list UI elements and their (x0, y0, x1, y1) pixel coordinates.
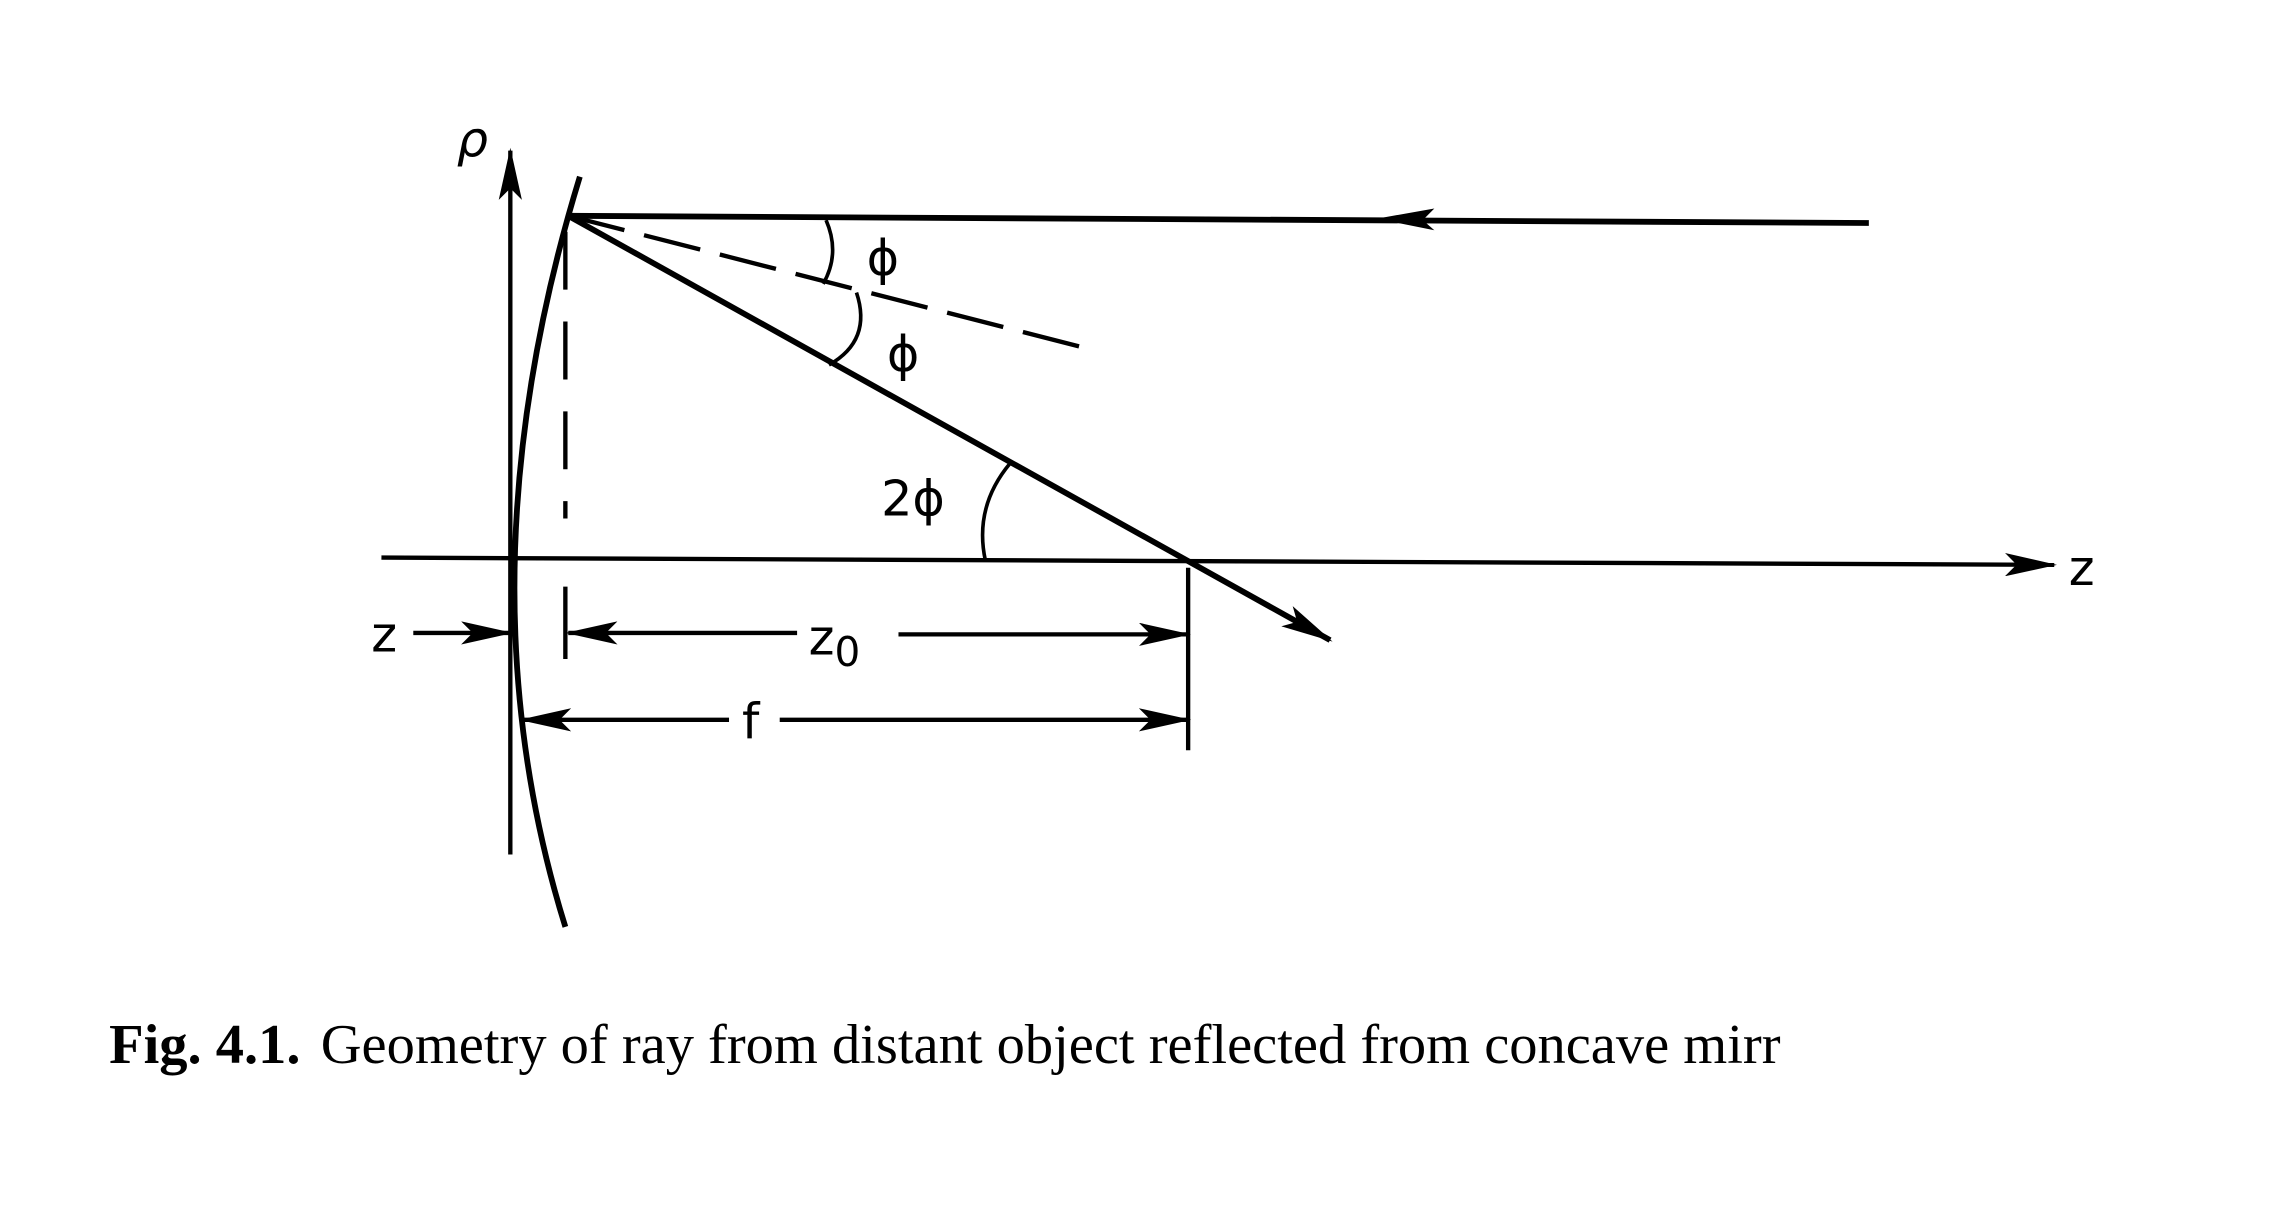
rho-label: ρ (457, 110, 488, 168)
z-axis (381, 553, 2058, 577)
figure-caption: Fig. 4.1. Geometry of ray from distant ob… (109, 1014, 1781, 1076)
angle-arc-phi-bottom (828, 291, 863, 367)
incident-ray (568, 212, 1869, 226)
reflected-ray (566, 213, 1333, 643)
z0-label: z0 (809, 609, 861, 677)
concave-mirror (511, 175, 583, 928)
angle-arc-two-phi (980, 462, 1012, 561)
phi-label-bottom: ϕ (887, 325, 919, 383)
angle-arc-phi-top (821, 219, 835, 285)
incident-ray-arrow (1376, 208, 1435, 231)
figure-number: Fig. 4.1. (109, 1014, 300, 1076)
phi-label-top: ϕ (867, 229, 899, 287)
z0-label-main: z (809, 609, 835, 667)
caption-text: Geometry of ray from distant object refl… (321, 1014, 1781, 1076)
two-phi-label: 2ϕ (881, 470, 945, 528)
focal-length-label: f (742, 693, 761, 751)
z-offset-label: z (371, 606, 397, 664)
z-axis-label: z (2069, 539, 2095, 597)
z0-label-subscript: 0 (835, 628, 861, 676)
